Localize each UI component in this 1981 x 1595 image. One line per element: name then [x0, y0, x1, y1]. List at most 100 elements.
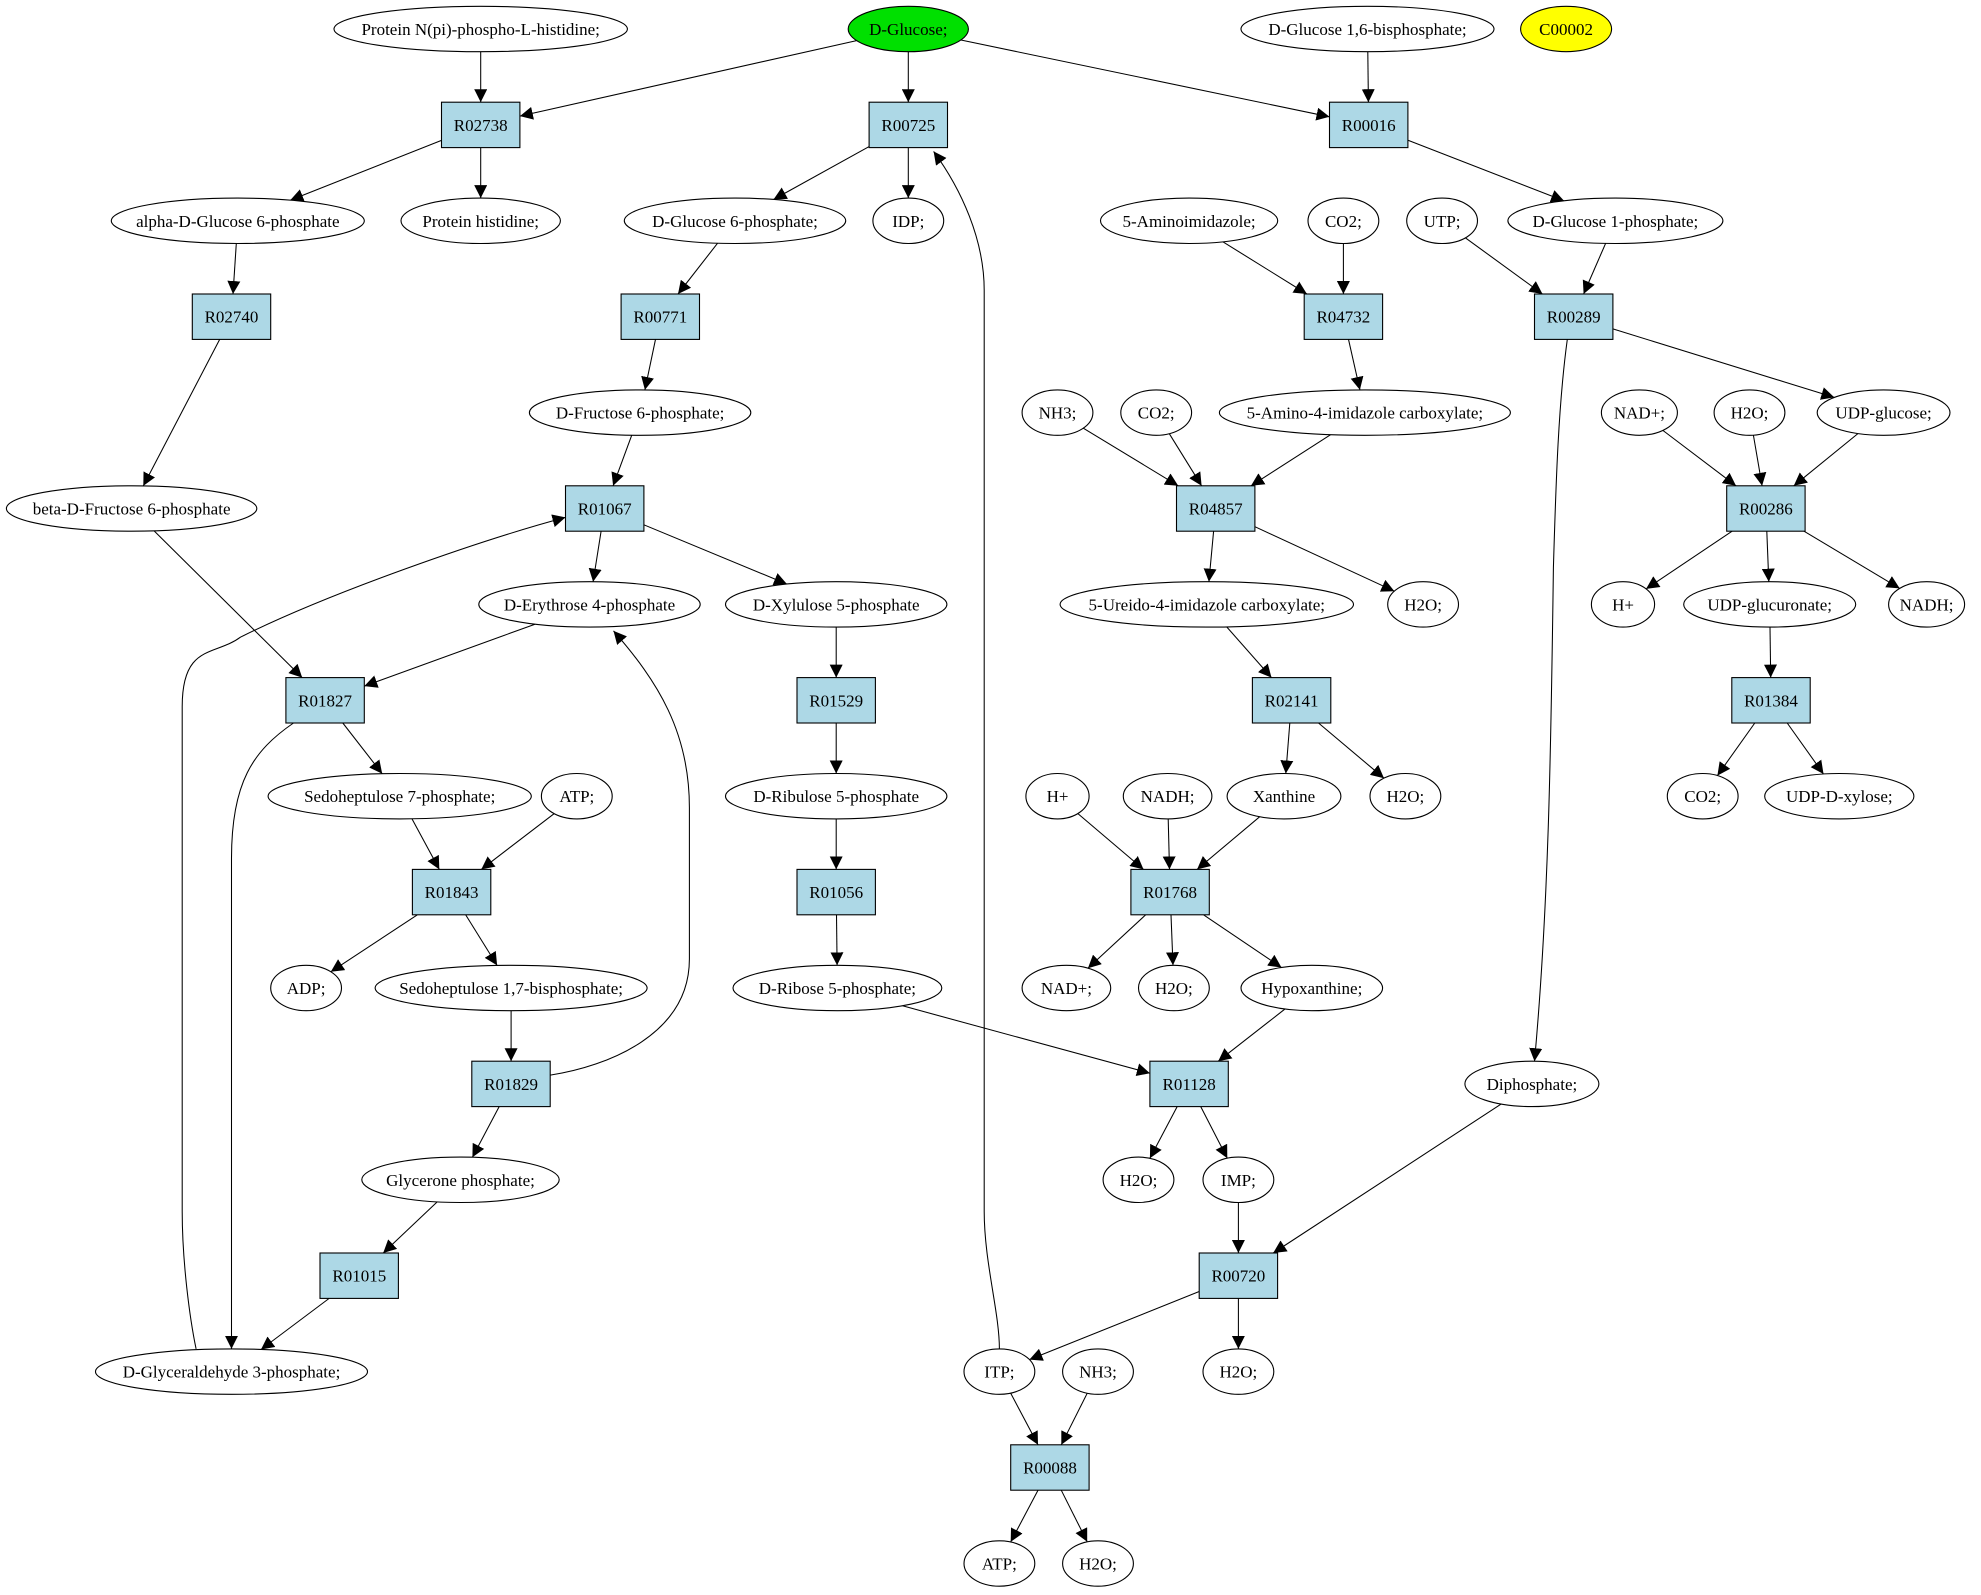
compound-node-nadh-b[interactable]: NADH;: [1122, 772, 1213, 820]
edge-diphosphate-to-r00720: [1272, 1103, 1502, 1254]
node-label: NADH;: [1141, 787, 1195, 806]
compound-node-idp[interactable]: IDP;: [872, 197, 945, 245]
compound-node-protein-nphos[interactable]: Protein N(pi)-phospho-L-histidine;: [333, 5, 628, 53]
edge-r01384-to-co2_c: [1716, 722, 1756, 776]
compound-node-aica[interactable]: 5-Amino-4-imidazole carboxylate;: [1218, 389, 1511, 436]
compound-ellipse: [361, 1156, 560, 1204]
compound-node-nadh-a[interactable]: NADH;: [1888, 581, 1966, 628]
compound-node-h2o-a[interactable]: H2O;: [1713, 389, 1786, 436]
compound-node-atp-b[interactable]: ATP;: [963, 1540, 1036, 1587]
reaction-node-r00286[interactable]: R00286: [1726, 485, 1806, 532]
compound-node-d-f6p[interactable]: D-Fructose 6-phosphate;: [528, 389, 752, 436]
reaction-node-r04732[interactable]: R04732: [1303, 293, 1384, 340]
reaction-node-r01015[interactable]: R01015: [319, 1252, 399, 1299]
reaction-node-r01128[interactable]: R01128: [1149, 1060, 1229, 1108]
compound-node-ureido[interactable]: 5-Ureido-4-imidazole carboxylate;: [1059, 581, 1355, 628]
node-label: R01067: [578, 500, 632, 519]
source-node-d-glucose[interactable]: D-Glucose;: [847, 5, 969, 53]
compound-node-nh3-a[interactable]: NH3;: [1021, 389, 1094, 436]
reaction-node-r01529[interactable]: R01529: [796, 677, 876, 724]
compound-node-adp[interactable]: ADP;: [270, 964, 343, 1012]
compound-node-atp-a[interactable]: ATP;: [540, 772, 613, 820]
compound-node-utp[interactable]: UTP;: [1406, 197, 1479, 245]
compound-node-d-g6p[interactable]: D-Glucose 6-phosphate;: [623, 197, 847, 245]
compound-node-udp-xyl[interactable]: UDP-D-xylose;: [1764, 772, 1915, 820]
reaction-node-r01829[interactable]: R01829: [471, 1060, 551, 1108]
compound-ellipse: [1816, 389, 1951, 436]
compound-node-nadp-a[interactable]: NAD+;: [1600, 389, 1678, 436]
compound-node-h2o-d[interactable]: H2O;: [1137, 964, 1210, 1012]
reaction-node-r00771[interactable]: R00771: [620, 293, 701, 340]
compound-node-hypoxanthine[interactable]: Hypoxanthine;: [1240, 964, 1384, 1012]
compound-node-h2o-e[interactable]: H2O;: [1102, 1156, 1175, 1204]
compound-node-d-glc16bp[interactable]: D-Glucose 1,6-bisphosphate;: [1240, 5, 1495, 53]
compound-node-aminoimidazole[interactable]: 5-Aminoimidazole;: [1099, 197, 1279, 245]
edge-r01829-to-glycerone_p: [471, 1106, 500, 1158]
reaction-node-r04857[interactable]: R04857: [1175, 485, 1256, 532]
reaction-node-r01067[interactable]: R01067: [564, 485, 645, 532]
compound-node-itp[interactable]: ITP;: [963, 1348, 1036, 1395]
reaction-node-r00720[interactable]: R00720: [1198, 1252, 1279, 1299]
compound-node-protein-his[interactable]: Protein histidine;: [400, 197, 561, 245]
node-label: 5-Ureido-4-imidazole carboxylate;: [1089, 595, 1325, 614]
compound-node-s7p[interactable]: Sedoheptulose 7-phosphate;: [267, 772, 532, 820]
compound-node-h2o-c[interactable]: H2O;: [1369, 772, 1442, 820]
reaction-node-r02740[interactable]: R02740: [191, 293, 272, 340]
compound-ellipse: [1600, 389, 1678, 436]
compound-node-s17bp[interactable]: Sedoheptulose 1,7-bisphosphate;: [374, 964, 648, 1012]
node-label: D-Glucose 6-phosphate;: [652, 212, 818, 231]
compound-node-h2o-b[interactable]: H2O;: [1387, 581, 1460, 628]
target-node-c00002[interactable]: C00002: [1520, 5, 1613, 53]
reaction-node-r00725[interactable]: R00725: [868, 101, 949, 149]
reaction-node-r00088[interactable]: R00088: [1010, 1444, 1090, 1491]
edge-nh3_b-to-r00088: [1060, 1393, 1088, 1446]
compound-node-hp-b[interactable]: H+: [1025, 772, 1090, 820]
compound-node-imp[interactable]: IMP;: [1202, 1156, 1275, 1204]
reaction-node-r01056[interactable]: R01056: [796, 868, 876, 916]
reaction-node-r01768[interactable]: R01768: [1130, 868, 1210, 916]
node-label: H2O;: [1079, 1555, 1117, 1574]
compound-node-co2-c[interactable]: CO2;: [1666, 772, 1739, 820]
edge-ureido-to-r02141: [1226, 626, 1272, 678]
reaction-box: [1731, 677, 1811, 724]
reaction-node-r00289[interactable]: R00289: [1533, 293, 1614, 340]
compound-node-d-ga3p[interactable]: D-Glyceraldehyde 3-phosphate;: [94, 1348, 369, 1395]
edge-r04857-to-ureido: [1203, 531, 1217, 582]
node-label: R01843: [425, 883, 479, 902]
compound-node-alpha-g6p[interactable]: alpha-D-Glucose 6-phosphate: [110, 197, 365, 245]
reaction-box: [1303, 293, 1384, 340]
compound-node-d-x5p[interactable]: D-Xylulose 5-phosphate: [724, 581, 948, 628]
compound-node-co2-a[interactable]: CO2;: [1307, 197, 1380, 245]
compound-node-udp-glcur[interactable]: UDP-glucuronate;: [1683, 581, 1857, 628]
compound-node-nh3-b[interactable]: NH3;: [1062, 1348, 1134, 1395]
edge-hypoxanthine-to-r01128: [1217, 1008, 1286, 1062]
compound-ellipse: [1240, 964, 1384, 1012]
compound-node-glycerone-p[interactable]: Glycerone phosphate;: [361, 1156, 560, 1204]
compound-node-d-g1p[interactable]: D-Glucose 1-phosphate;: [1507, 197, 1724, 245]
compound-node-xanthine[interactable]: Xanthine: [1226, 772, 1342, 820]
compound-node-beta-f6p[interactable]: beta-D-Fructose 6-phosphate: [5, 485, 258, 532]
reaction-node-r00016[interactable]: R00016: [1328, 101, 1409, 149]
reaction-node-r02738[interactable]: R02738: [440, 101, 521, 149]
compound-ellipse: [267, 772, 532, 820]
compound-ellipse: [1226, 772, 1342, 820]
compound-node-co2-b[interactable]: CO2;: [1120, 389, 1193, 436]
node-label: R01128: [1162, 1075, 1215, 1094]
compound-node-udp-glc[interactable]: UDP-glucose;: [1816, 389, 1951, 436]
reaction-node-r01384[interactable]: R01384: [1731, 677, 1811, 724]
edge-d_glc16bp-to-r00016: [1361, 51, 1375, 103]
reaction-node-r01843[interactable]: R01843: [411, 868, 492, 916]
compound-ellipse: [1122, 772, 1213, 820]
reaction-node-r02141[interactable]: R02141: [1251, 677, 1332, 724]
compound-node-hp-a[interactable]: H+: [1590, 581, 1656, 628]
compound-node-d-ru5p[interactable]: D-Ribulose 5-phosphate: [724, 772, 948, 820]
edge-r01015-to-d_ga3p: [260, 1298, 330, 1350]
compound-node-d-e4p[interactable]: D-Erythrose 4-phosphate: [478, 581, 701, 628]
reaction-node-r01827[interactable]: R01827: [285, 677, 365, 724]
compound-node-diphosphate[interactable]: Diphosphate;: [1464, 1060, 1600, 1108]
edge-d_glucose-to-r00016: [960, 39, 1330, 121]
compound-node-d-r5p[interactable]: D-Ribose 5-phosphate;: [732, 964, 943, 1012]
compound-node-h2o-f[interactable]: H2O;: [1202, 1348, 1275, 1395]
compound-node-h2o-g[interactable]: H2O;: [1062, 1540, 1134, 1587]
compound-node-nadp-b[interactable]: NAD+;: [1021, 964, 1112, 1012]
